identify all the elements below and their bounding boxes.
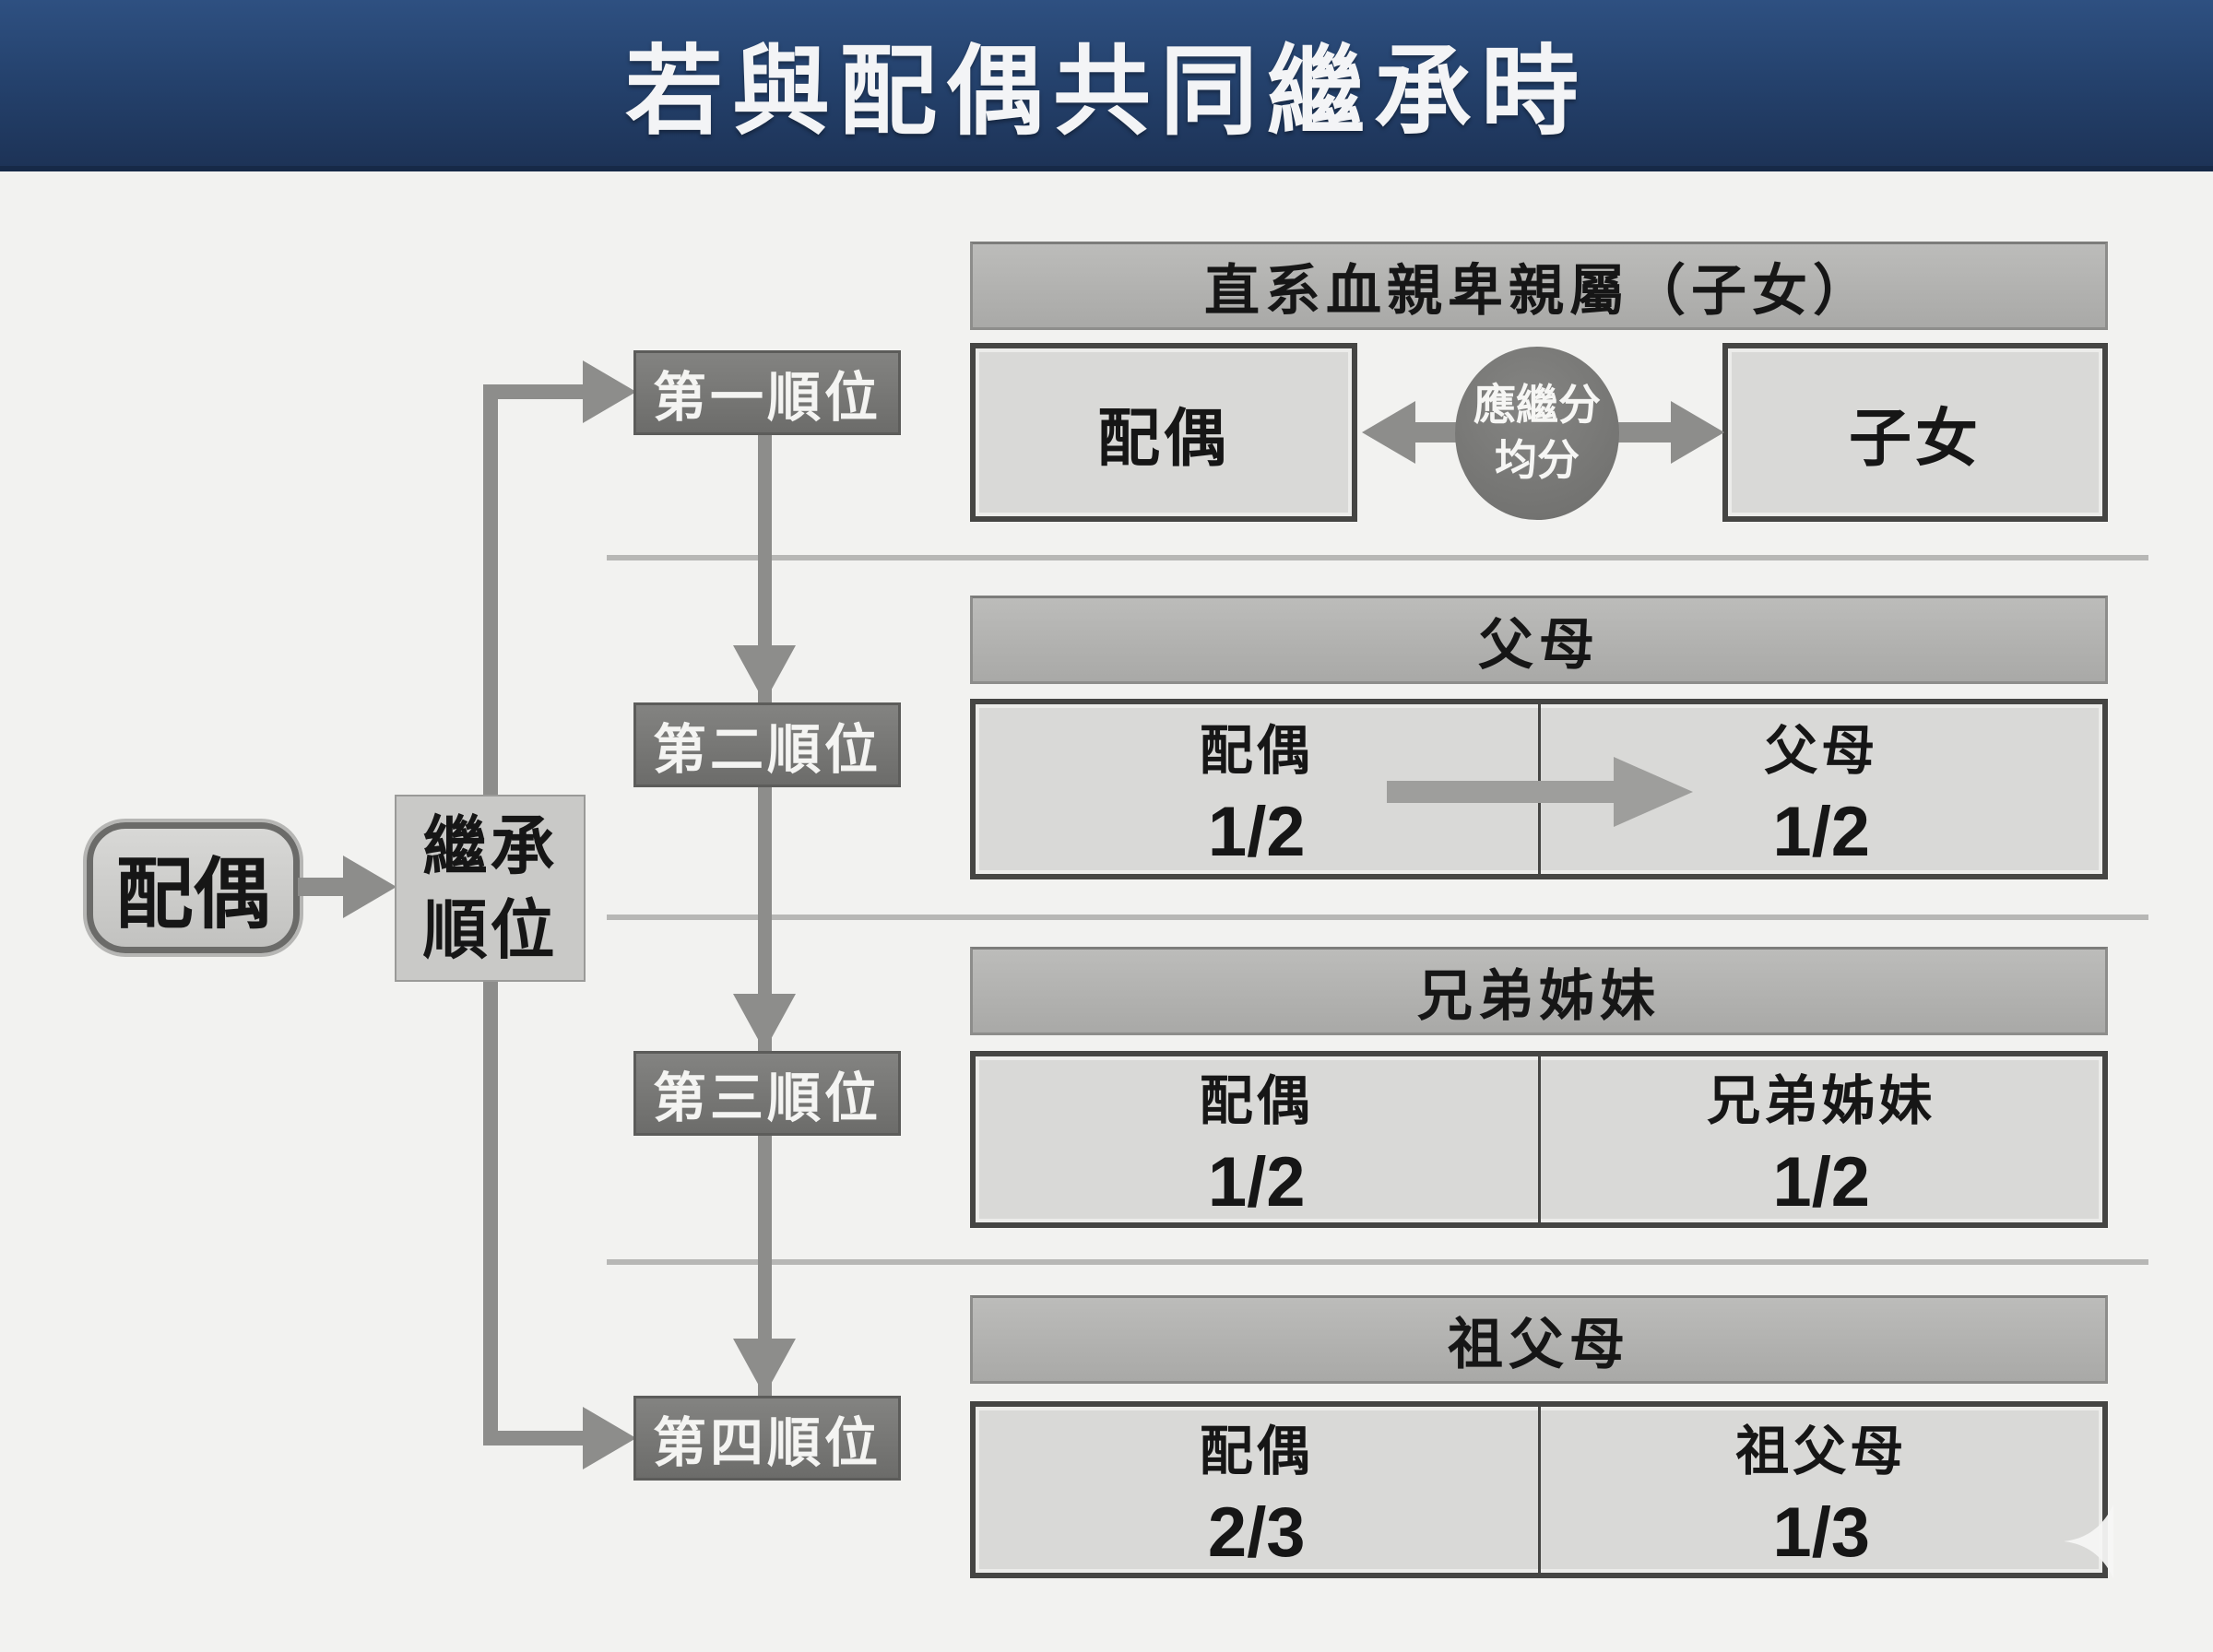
heir-share: 1/2 [1207, 792, 1306, 871]
arrow-right-icon [1614, 757, 1696, 827]
flow-connector-line [758, 433, 772, 1398]
arrow-down-icon [733, 994, 796, 1054]
arrow-right-icon [583, 1407, 639, 1469]
arrow-down-icon [733, 645, 796, 705]
equal-share-circle-line1: 應繼分 [1473, 381, 1601, 430]
order-box-2-label: 第二順位 [652, 720, 882, 780]
table-cell: 配偶 2/3 [976, 1407, 1538, 1573]
arrow-shaft [298, 878, 349, 896]
arrow-left-icon [1359, 401, 1415, 464]
section-1-spouse-label: 配偶 [1096, 403, 1230, 474]
page-curl-icon [2064, 1504, 2113, 1578]
section-divider [607, 555, 2148, 560]
section-1-header-label: 直系血親卑親屬（子女） [1204, 259, 1874, 322]
section-3-table: 配偶 1/2 兄弟姊妹 1/2 [970, 1051, 2108, 1228]
table-cell: 配偶 1/2 [976, 1056, 1538, 1222]
section-3-header: 兄弟姊妹 [970, 947, 2108, 1035]
bracket-top-line [483, 384, 585, 399]
section-4-header-label: 祖父母 [1448, 1313, 1630, 1375]
section-1-children-label: 子女 [1848, 403, 1982, 474]
table-cell: 配偶 1/2 [976, 704, 1538, 874]
arrow-shaft [1612, 422, 1676, 442]
arrow-right-icon [1671, 401, 1727, 464]
order-box-3-label: 第三順位 [652, 1068, 882, 1128]
spouse-node: 配偶 [87, 822, 300, 953]
section-3-header-label: 兄弟姊妹 [1417, 964, 1661, 1027]
heir-name: 兄弟姊妹 [1707, 1070, 1936, 1131]
order-box-1: 第一順位 [633, 350, 901, 435]
heir-share: 1/3 [1772, 1493, 1871, 1572]
heir-share: 1/2 [1772, 1142, 1871, 1221]
heir-share: 2/3 [1207, 1493, 1306, 1572]
equal-share-circle-line2: 均分 [1495, 436, 1580, 484]
order-box-3: 第三順位 [633, 1051, 901, 1136]
heir-name: 配偶 [1199, 1421, 1314, 1481]
arrow-right-icon [583, 360, 639, 423]
arrow-shaft [1387, 781, 1619, 803]
section-1-header: 直系血親卑親屬（子女） [970, 242, 2108, 330]
equal-share-circle: 應繼分 均分 [1455, 347, 1619, 520]
order-box-2: 第二順位 [633, 702, 901, 787]
page-title: 若與配偶共同繼承時 [625, 38, 1588, 147]
section-divider [607, 1259, 2148, 1265]
arrow-right-icon [343, 856, 399, 918]
table-cell: 祖父母 1/3 [1537, 1407, 2103, 1573]
table-cell: 兄弟姊妹 1/2 [1537, 1056, 2103, 1222]
arrow-down-icon [733, 1339, 796, 1398]
section-2-header-label: 父母 [1478, 613, 1600, 676]
heir-share: 1/2 [1207, 1142, 1306, 1221]
section-2-header: 父母 [970, 596, 2108, 684]
heir-name: 配偶 [1199, 720, 1314, 781]
inheritance-order-label-line1: 繼承 [422, 809, 558, 882]
spouse-node-label: 配偶 [115, 850, 271, 938]
heir-name: 祖父母 [1735, 1421, 1908, 1481]
order-box-1-label: 第一順位 [652, 368, 882, 428]
title-banner: 若與配偶共同繼承時 [0, 0, 2213, 171]
section-1-spouse-box: 配偶 [970, 343, 1357, 522]
heir-share: 1/2 [1772, 792, 1871, 871]
section-2-table: 配偶 1/2 父母 1/2 [970, 699, 2108, 879]
order-box-4-label: 第四順位 [652, 1413, 882, 1473]
inheritance-order-label-line2: 順位 [422, 893, 558, 966]
arrow-shaft [1409, 422, 1466, 442]
heir-name: 父母 [1764, 720, 1879, 781]
heir-name: 配偶 [1199, 1070, 1314, 1131]
section-4-header: 祖父母 [970, 1295, 2108, 1384]
section-divider [607, 914, 2148, 920]
bracket-bottom-line [483, 1431, 585, 1446]
inheritance-order-node: 繼承 順位 [395, 795, 586, 982]
section-4-table: 配偶 2/3 祖父母 1/3 [970, 1401, 2108, 1578]
section-1-children-box: 子女 [1722, 343, 2108, 522]
order-box-4: 第四順位 [633, 1396, 901, 1481]
